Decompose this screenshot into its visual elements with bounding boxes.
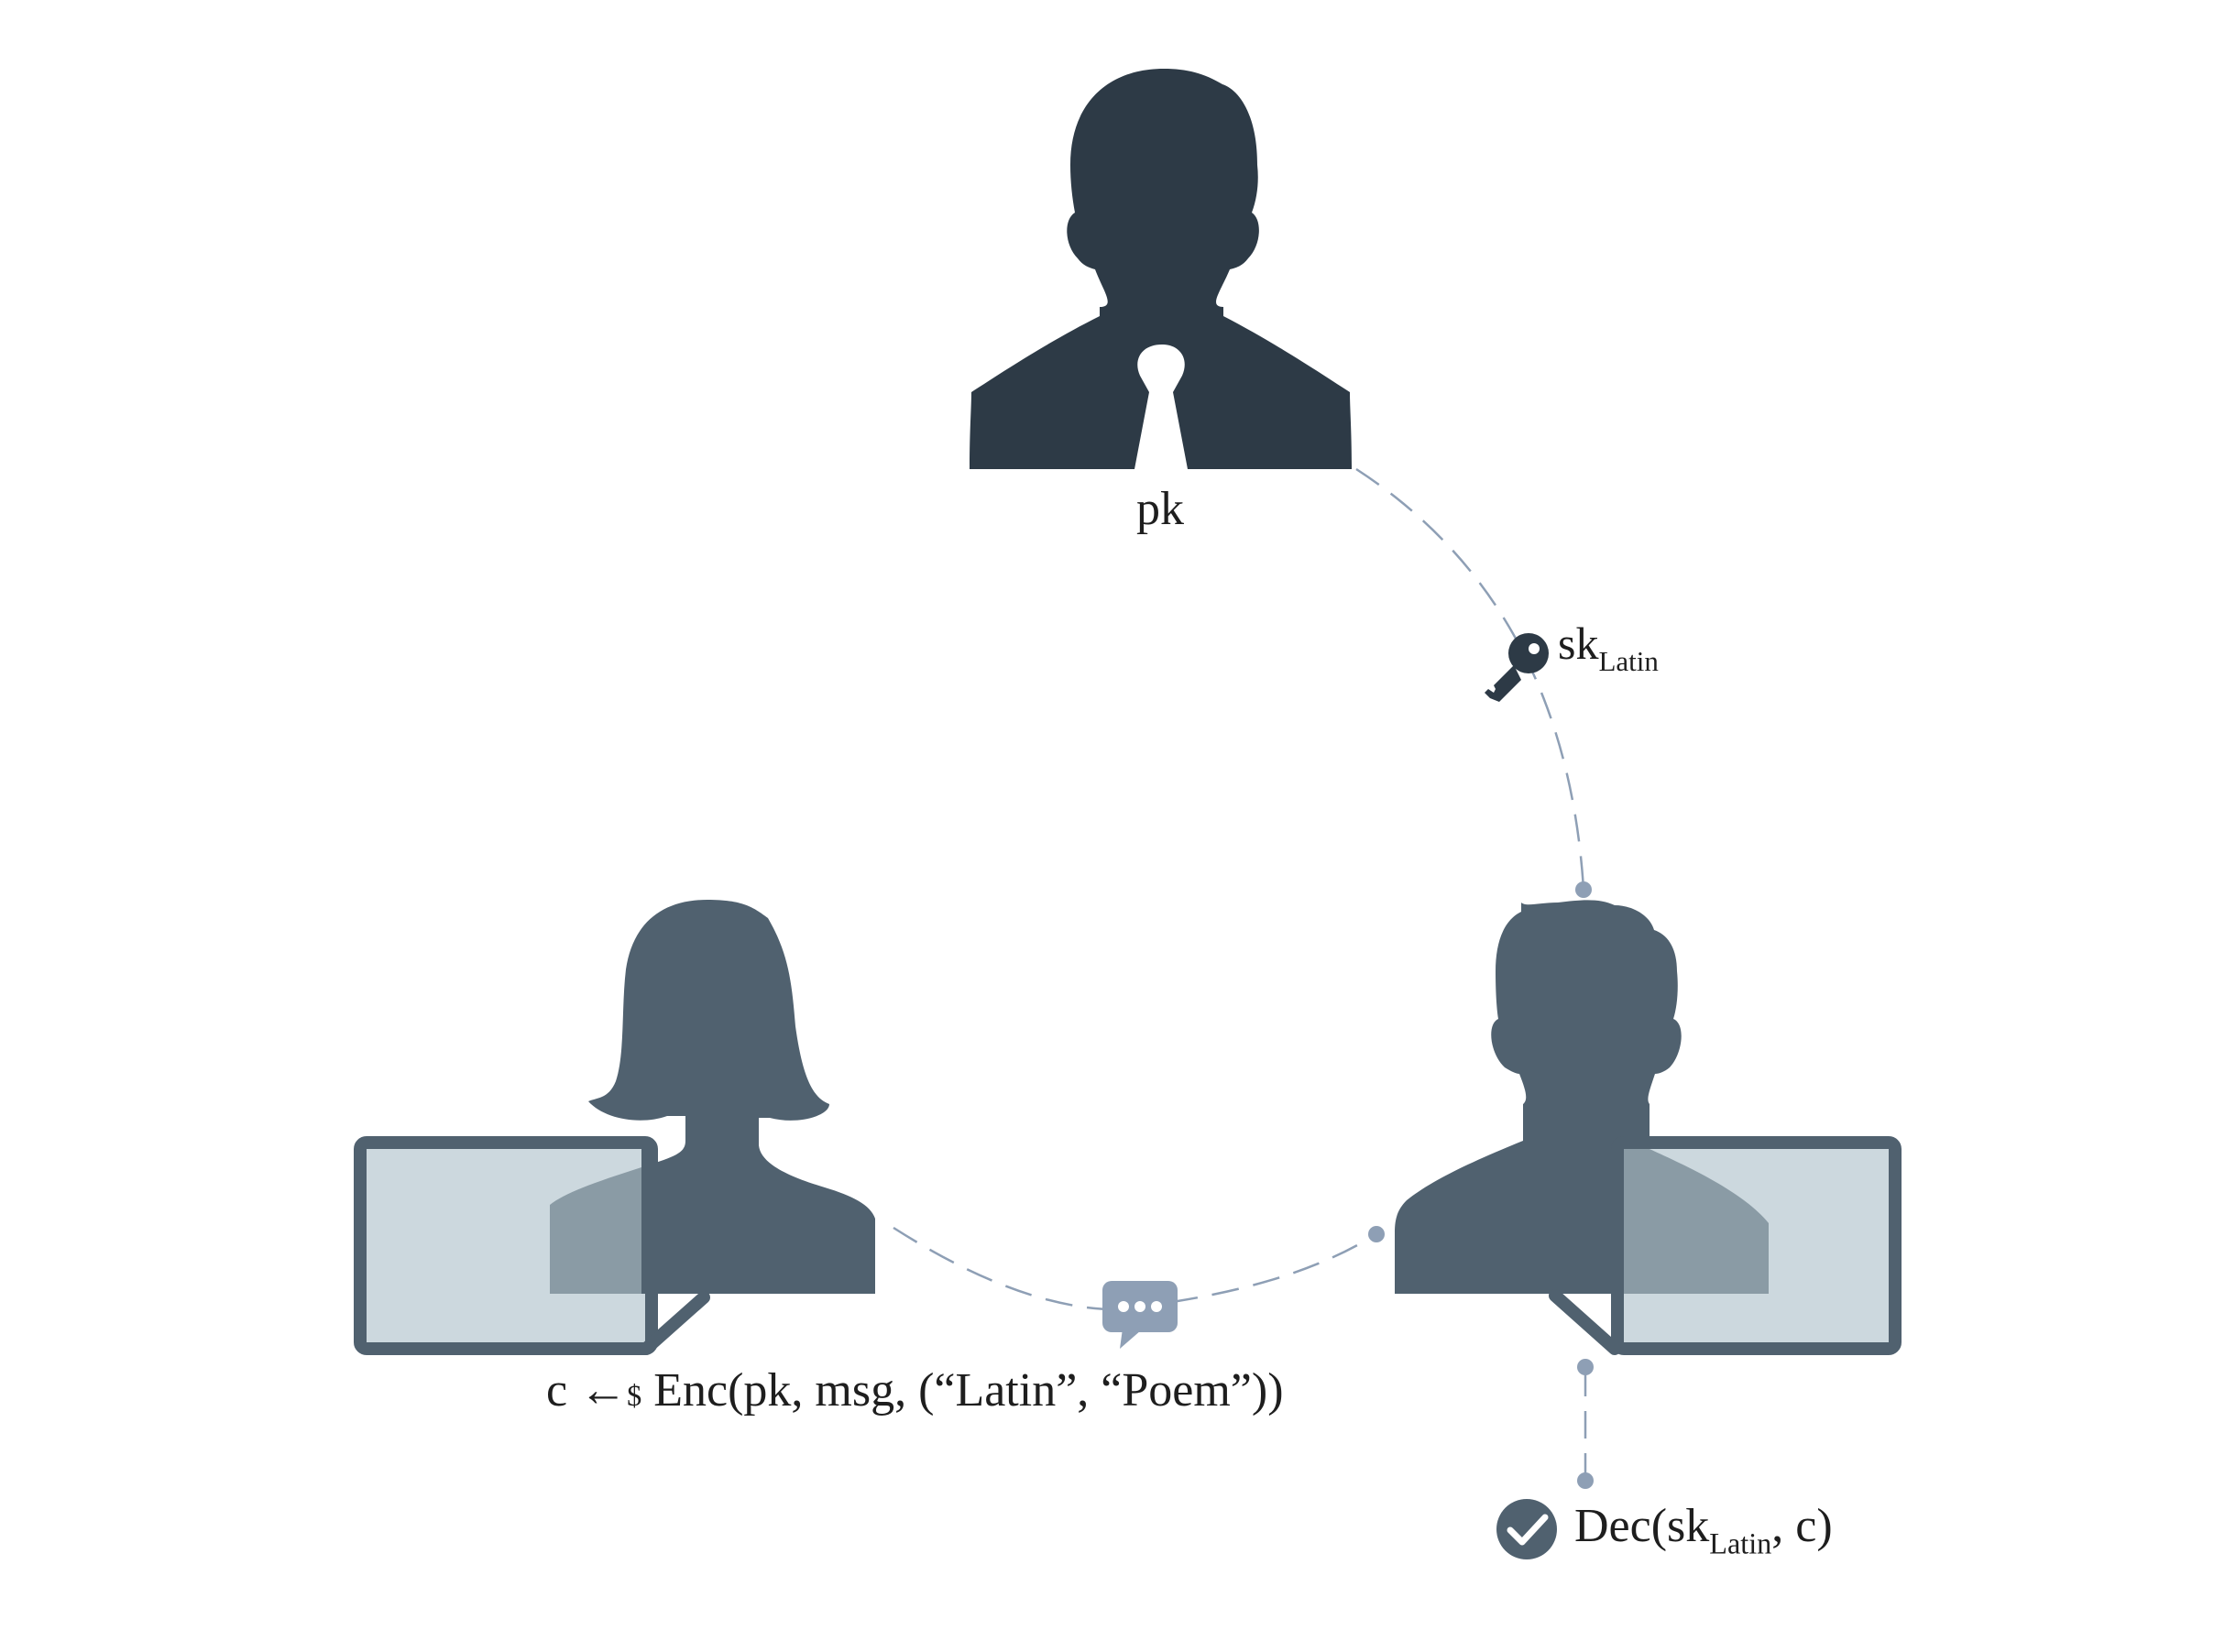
key-icon xyxy=(1485,633,1549,702)
edge-dot xyxy=(1368,1226,1385,1242)
laptop-icon xyxy=(1549,1136,1902,1355)
authority-label: pk xyxy=(1136,486,1184,533)
edge-dot xyxy=(1575,881,1592,898)
encryption-label: c ←$ Enc(pk, msg, (“Latin”, “Poem”)) xyxy=(546,1367,1284,1415)
enc-random-symbol: $ xyxy=(627,1379,642,1412)
dec-subscript: Latin xyxy=(1709,1526,1772,1560)
chat-bubble-icon xyxy=(1102,1281,1178,1349)
dec-post: , c) xyxy=(1771,1500,1833,1552)
enc-lhs: c xyxy=(546,1364,580,1417)
checkmark-icon xyxy=(1496,1499,1557,1559)
key-label-base: sk xyxy=(1558,618,1599,669)
authority-label-text: pk xyxy=(1136,483,1184,535)
key-label-subscript: Latin xyxy=(1598,645,1659,678)
key-edge-label: skLatin xyxy=(1558,620,1659,675)
enc-arrow: ← xyxy=(579,1364,628,1417)
laptop-icon xyxy=(354,1136,710,1355)
edge-authority-to-receiver xyxy=(1355,467,1585,890)
dec-pre: Dec(sk xyxy=(1574,1500,1710,1552)
edge-endpoints xyxy=(1368,881,1594,1489)
edge-dot xyxy=(1577,1359,1594,1375)
decryption-label: Dec(skLatin, c) xyxy=(1574,1503,1833,1559)
authority-person-icon xyxy=(970,69,1352,469)
edge-dot xyxy=(1577,1472,1594,1489)
enc-rhs: Enc(pk, msg, (“Latin”, “Poem”)) xyxy=(641,1364,1284,1417)
